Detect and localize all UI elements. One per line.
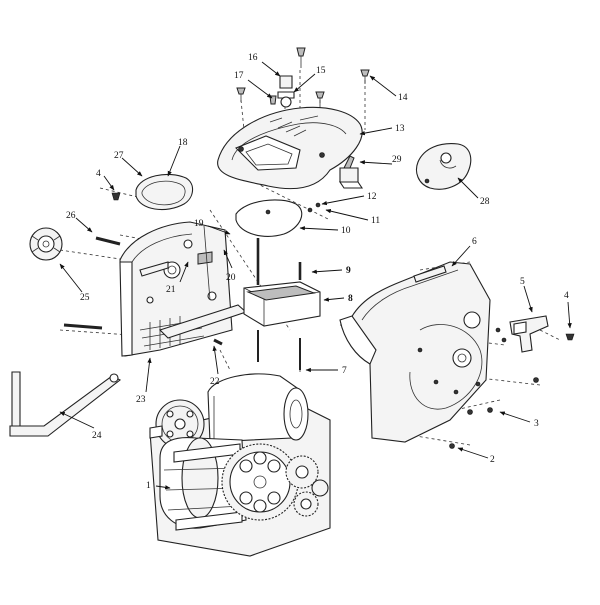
top-cover — [217, 106, 363, 190]
oval-lens — [135, 173, 194, 211]
bracket-part — [495, 315, 575, 353]
callout-9: 9 — [346, 266, 351, 276]
right-housing — [339, 261, 491, 443]
remote-controller — [415, 143, 472, 190]
callout-28: 28 — [480, 197, 490, 207]
callout-14: 14 — [398, 93, 408, 103]
callout-7: 7 — [342, 366, 347, 376]
support-block — [243, 238, 321, 370]
callout-4: 4 — [564, 291, 569, 301]
callout-8: 8 — [348, 294, 353, 304]
winch-motor-assembly — [149, 373, 331, 557]
callout-2: 2 — [490, 455, 495, 465]
right-screws — [449, 377, 539, 449]
callout-1: 1 — [146, 481, 151, 491]
callout-13: 13 — [395, 124, 405, 134]
callout-15: 15 — [316, 66, 326, 76]
callout-labels: 1 2 3 4 5 6 7 8 9 10 11 12 13 14 15 16 1… — [66, 53, 569, 491]
callout-26: 26 — [66, 211, 76, 221]
callout-29: 29 — [392, 155, 402, 165]
gasket-plate — [235, 199, 321, 237]
callout-11: 11 — [371, 216, 380, 226]
callout-23: 23 — [136, 395, 146, 405]
callout-10: 10 — [341, 226, 351, 236]
callout-21: 21 — [166, 285, 176, 295]
clutch-knob — [29, 227, 63, 261]
left-housing — [119, 221, 248, 357]
bolts-left — [63, 192, 223, 346]
callout-18: 18 — [178, 138, 188, 148]
leader-lines — [59, 61, 572, 490]
switch-part — [338, 155, 364, 189]
callout-4-left: 4 — [96, 169, 101, 179]
callout-20: 20 — [226, 273, 236, 283]
callout-27: 27 — [114, 151, 124, 161]
callout-17: 17 — [234, 71, 244, 81]
callout-19: 19 — [194, 219, 204, 229]
callout-5: 5 — [520, 277, 525, 287]
callout-24: 24 — [92, 431, 102, 441]
top-screws — [236, 47, 370, 108]
callout-22: 22 — [210, 377, 220, 387]
callout-12: 12 — [367, 192, 377, 202]
callout-3: 3 — [534, 419, 539, 429]
crank-handle — [9, 371, 122, 437]
callout-25: 25 — [80, 293, 90, 303]
callout-16: 16 — [248, 53, 258, 63]
callout-6: 6 — [472, 237, 477, 247]
